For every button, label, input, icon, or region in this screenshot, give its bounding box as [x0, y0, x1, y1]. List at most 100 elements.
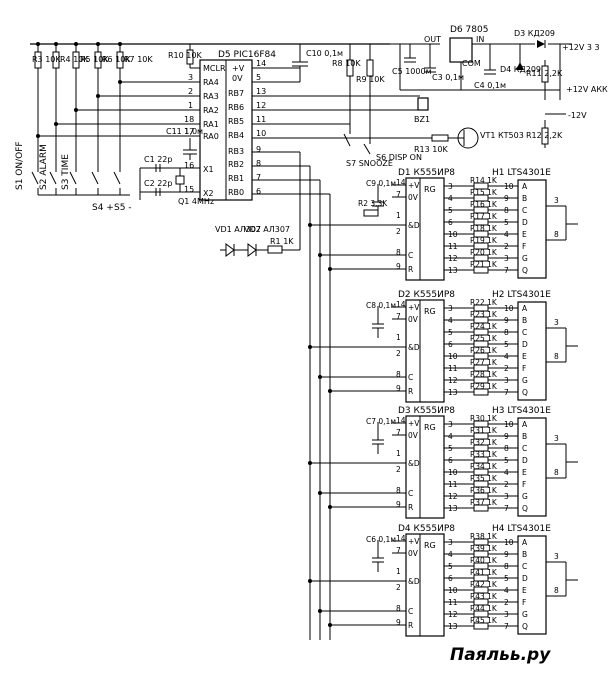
segment-resistor-label: R22 1K: [470, 298, 498, 307]
c10: C10 0,1м: [292, 44, 343, 82]
segment-letter: G: [522, 610, 528, 619]
segment-resistor-label: R29 1K: [470, 382, 498, 391]
display-pin-number: 2: [504, 480, 509, 489]
decoupling-cap-label: C7 0,1м: [366, 417, 396, 426]
segment-letter: G: [522, 492, 528, 501]
register-pin-number: 1: [396, 333, 401, 342]
register-pin-label: +V: [408, 419, 420, 428]
power-rails: [30, 43, 561, 100]
display-common-number: 8: [554, 352, 559, 361]
c2-label: C2 22p: [144, 179, 172, 188]
display-pin-number: 7: [504, 266, 509, 275]
display-pin-number: 8: [504, 206, 509, 215]
mcu-pin-rb6: RB6: [228, 103, 244, 112]
segment-resistor-label: R34 1K: [470, 462, 498, 471]
segment-letter: A: [522, 420, 528, 429]
segment-letter: C: [522, 206, 527, 215]
mcu-num: 3: [188, 73, 193, 82]
register-pin-label: 0V: [408, 193, 419, 202]
segment-resistor-label: R33 1K: [470, 450, 498, 459]
seven-segment-display: [517, 179, 547, 279]
mcu-num: 1: [188, 101, 193, 110]
register-block-2: D2 К555ИР8 H2 LTS4301E: [398, 290, 551, 300]
segment-letter: G: [522, 376, 528, 385]
mcu-d5: D5 PIC16F84 MCLR RA4 RA3 RA2 RA1 RA0 X1 …: [184, 50, 420, 201]
display-common-number: 8: [554, 468, 559, 477]
display-pin-number: 9: [504, 316, 509, 325]
register-pin-label: R: [408, 265, 413, 274]
segment-letter: E: [522, 230, 527, 239]
seven-segment-display: [517, 417, 547, 517]
buzzer-driver: BZ1 VT1 КТ503 R13 10K: [370, 97, 524, 154]
vt1-label: VT1 КТ503: [480, 131, 524, 140]
register-pin-label: R: [408, 503, 413, 512]
junction-dot: [318, 375, 322, 379]
register-pin-number: 8: [396, 370, 401, 379]
register-pin-label: &D: [408, 221, 420, 230]
register-pin-number: 7: [396, 312, 401, 321]
display-common-number: 3: [554, 196, 559, 205]
register-pin-label: +V: [408, 537, 420, 546]
d3-label: D3 КД209: [514, 29, 555, 38]
supply-input: D3 КД209 D4 КД209 R11 2,2K R12 2,2K +12V…: [500, 29, 608, 148]
display-pin-number: 7: [504, 622, 509, 631]
display-pin-number: 9: [504, 432, 509, 441]
c4-label: C4 0,1м: [474, 81, 506, 90]
segment-resistor-label: R31 1K: [470, 426, 498, 435]
display-pin-number: 8: [504, 444, 509, 453]
segment-letter: A: [522, 538, 528, 547]
mcu-pin-rb1: RB1: [228, 174, 244, 183]
segment-resistor-label: R18 1K: [470, 224, 498, 233]
shift-register-body: [405, 177, 445, 281]
reg2-ref: D2 К555ИР8: [398, 290, 455, 300]
segment-resistor-label: R30 1K: [470, 414, 498, 423]
junction-dot: [308, 461, 312, 465]
mcu-num: 13: [256, 87, 266, 96]
display-pin-number: 10: [504, 304, 514, 313]
bz1-label: BZ1: [414, 115, 430, 124]
segment-letter: A: [522, 182, 528, 191]
junction-dot: [308, 579, 312, 583]
register-pin-label: C: [408, 251, 413, 260]
display-pin-number: 5: [504, 574, 509, 583]
mcu-num: 10: [256, 129, 266, 138]
segment-resistor-label: R36 1K: [470, 486, 498, 495]
register-pin-number: 14: [396, 300, 406, 309]
shift-register-body: [405, 299, 445, 403]
r9-label: R9 10K: [356, 75, 385, 84]
regulator-d6: D6 7805 OUT IN COM C5 1000м C3 0,1м C4 0…: [392, 25, 506, 90]
segment-resistor-label: R24 1K: [470, 322, 498, 331]
r13-label: R13 10K: [414, 145, 448, 154]
segment-letter: E: [522, 586, 527, 595]
display-pin-number: 3: [504, 610, 509, 619]
segment-resistor-label: R42 1K: [470, 580, 498, 589]
junction-dot: [318, 609, 322, 613]
mcu-num: 7: [256, 173, 261, 182]
crystal-label: Q1 4MHz: [178, 197, 214, 206]
c3-label: C3 0,1м: [432, 73, 464, 82]
reg-out: OUT: [424, 35, 441, 44]
reg4-ref: D4 К555ИР8: [398, 524, 455, 534]
display-pin-number: 4: [504, 586, 509, 595]
register-block-1: D1 К555ИР8 H1 LTS4301E: [398, 168, 551, 178]
mcu-pin-vplus: +V: [232, 64, 245, 73]
segment-resistor-label: R14 1K: [470, 176, 498, 185]
r6-label: R6 10K: [102, 55, 131, 64]
register-pin-label: 0V: [408, 431, 419, 440]
segment-resistor-label: R39 1K: [470, 544, 498, 553]
segment-resistor-label: R35 1K: [470, 474, 498, 483]
register-pin-label: C: [408, 373, 413, 382]
led-indicators: VD1 АЛ307 VD2 АЛ307 R1 1K: [215, 152, 301, 257]
register-pin-label: 0V: [408, 315, 419, 324]
segment-resistor-label: R23 1K: [470, 310, 498, 319]
display-common-number: 8: [554, 586, 559, 595]
watermark: Паяльь.ру: [450, 645, 551, 665]
segment-letter: Q: [522, 388, 528, 397]
register-pin-label: +V: [408, 303, 420, 312]
mcu-pin-rb3: RB3: [228, 147, 244, 156]
segment-resistor-label: R27 1K: [470, 358, 498, 367]
register-pin-number: 7: [396, 428, 401, 437]
r2-label: R2 3,3K: [358, 199, 388, 208]
